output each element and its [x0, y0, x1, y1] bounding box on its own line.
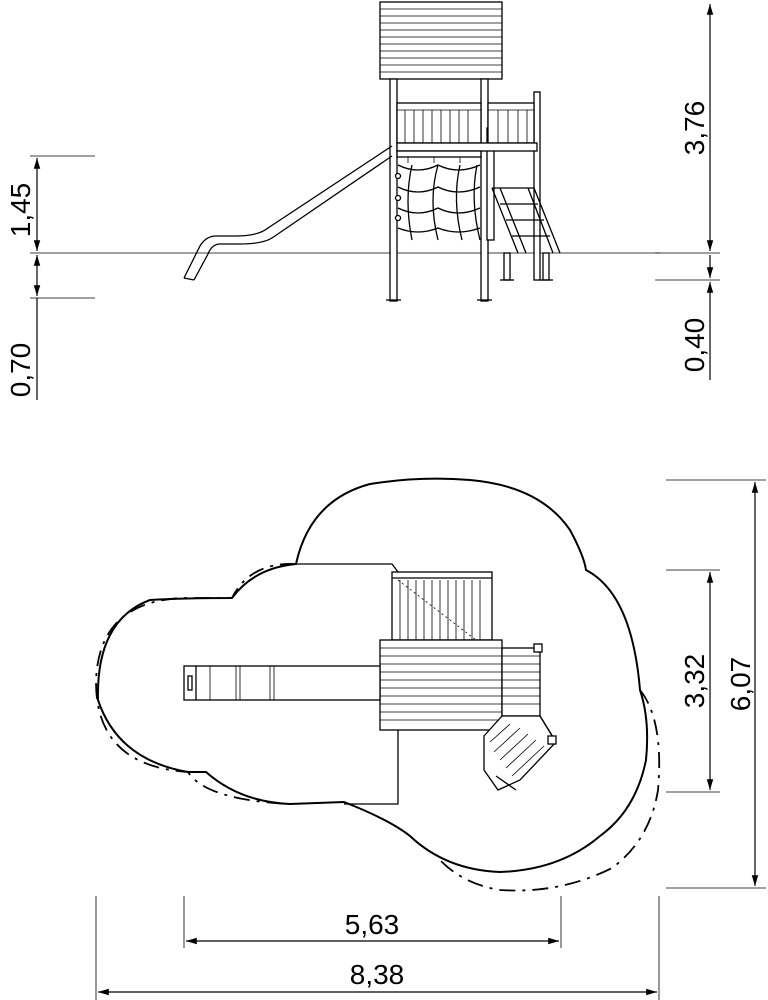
dimension-platform-height: 1,45 — [5, 155, 95, 251]
tower-deck — [391, 571, 493, 641]
roof-plan — [379, 639, 503, 731]
dimension-plan-depth-total: 6,07 — [666, 479, 766, 889]
dimension-foundation-right: 0,40 — [655, 255, 720, 380]
dimension-total-height: 3,76 — [655, 3, 720, 254]
safety-zone-dashed-outline — [95, 563, 661, 892]
slide-plan — [183, 665, 381, 701]
roof — [379, 1, 503, 80]
safety-zone-outline — [96, 477, 649, 874]
dimension-label-0-70: 0,70 — [5, 343, 36, 398]
climbing-net — [394, 164, 481, 241]
platform-deck — [396, 142, 538, 163]
dimension-label-6-07: 6,07 — [725, 657, 756, 712]
ladder — [491, 187, 561, 281]
side-deck — [501, 643, 543, 717]
dimension-plan-width-total: 8,38 — [95, 896, 660, 1000]
dimension-plan-width-equipment: 5,63 — [183, 896, 562, 948]
dimension-label-8-38: 8,38 — [350, 959, 405, 990]
slide — [183, 145, 393, 281]
dimension-label-0-40: 0,40 — [679, 318, 710, 373]
dimension-label-3-32: 3,32 — [679, 654, 710, 709]
side-elevation-view: 3,76 1,45 0,70 0,40 — [5, 1, 720, 400]
tower-posts — [386, 78, 541, 302]
railing-panel — [396, 102, 535, 144]
dimension-label-3-76: 3,76 — [679, 101, 710, 156]
plan-view: 6,07 3,32 5,63 8,38 — [95, 477, 766, 1000]
dimension-plan-depth-equipment: 3,32 — [666, 569, 720, 793]
dimension-label-5-63: 5,63 — [345, 909, 400, 940]
ladder-plan — [483, 715, 557, 791]
dimension-label-1-45: 1,45 — [5, 183, 36, 238]
dimension-foundation-left: 0,70 — [5, 255, 95, 400]
